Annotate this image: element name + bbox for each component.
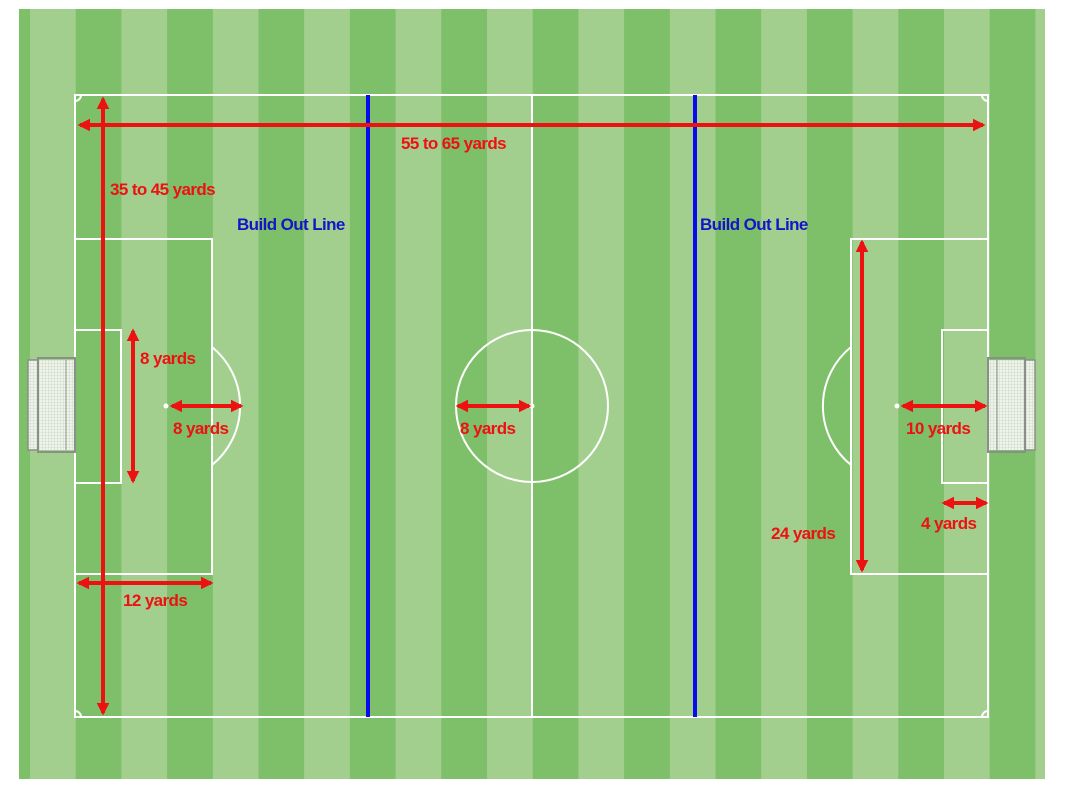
field-width-label: 35 to 45 yards: [110, 180, 215, 199]
left-goal: [27, 357, 76, 453]
build-out-line-left-label: Build Out Line: [237, 215, 345, 234]
penalty-spot-distance-label: 10 yards: [906, 419, 970, 438]
penalty-area-depth-label: 12 yards: [123, 591, 187, 610]
penalty-arc-radius-label: 8 yards: [173, 419, 228, 438]
field-length-label: 55 to 65 yards: [401, 134, 506, 153]
right-penalty-arc: [821, 346, 852, 466]
goal-area-depth-label: 4 yards: [921, 514, 976, 533]
corner-arc-bl: [74, 710, 82, 718]
corner-arc-tr: [981, 94, 989, 102]
penalty-area-width-label: 24 yards: [771, 524, 835, 543]
goal-area-width-label: 8 yards: [140, 349, 195, 368]
build-out-line-right-label: Build Out Line: [700, 215, 808, 234]
center-circle-radius-label: 8 yards: [460, 419, 515, 438]
right-goal: [987, 357, 1036, 453]
center-spot: [529, 403, 535, 409]
left-penalty-spot: [163, 403, 169, 409]
corner-arc-br: [981, 710, 989, 718]
corner-arc-tl: [74, 94, 82, 102]
right-penalty-spot: [894, 403, 900, 409]
